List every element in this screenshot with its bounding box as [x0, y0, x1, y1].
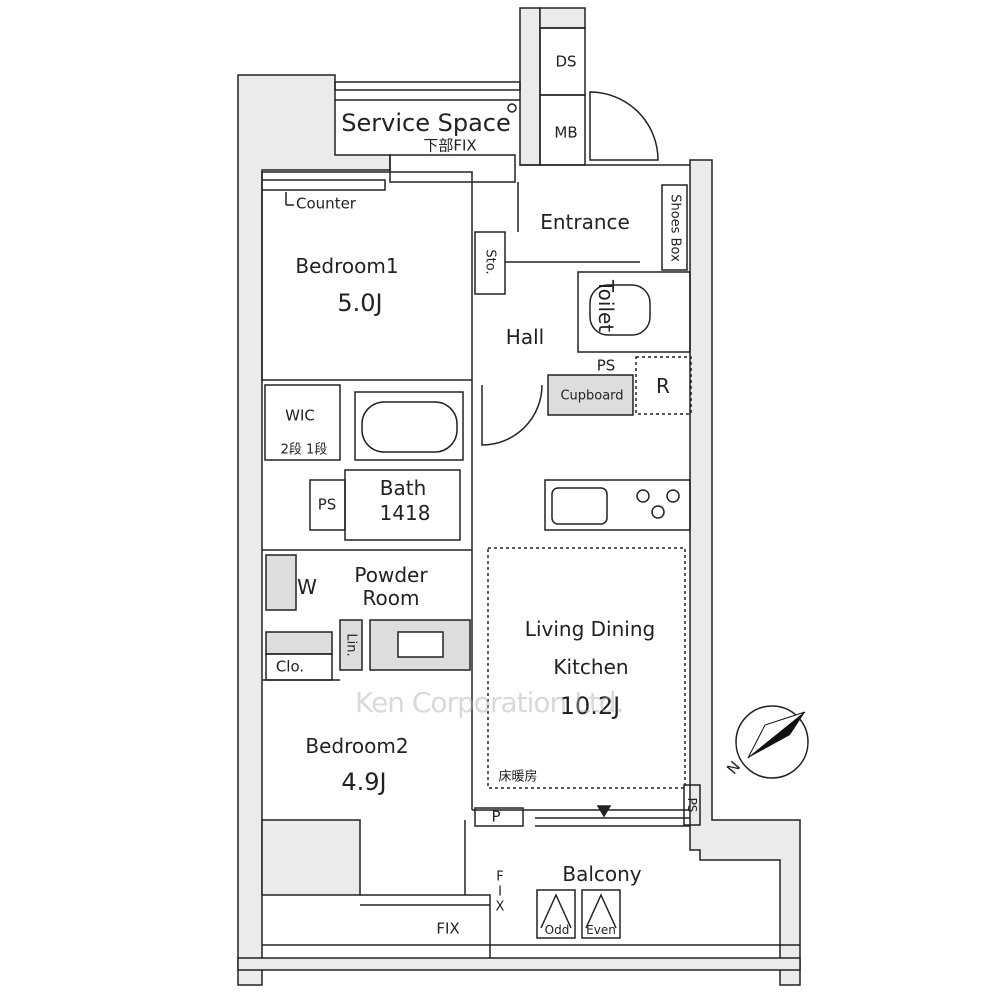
cupboard-label: Cupboard — [560, 388, 624, 404]
balcony-label: Balcony — [562, 862, 642, 886]
compass — [735, 705, 809, 779]
linen-box — [339, 619, 363, 671]
linen-label: Lin. — [343, 633, 359, 657]
service-fix-label: 下部FIX — [423, 136, 477, 155]
shoes-box — [661, 184, 688, 271]
bedroom2-size: 4.9J — [341, 768, 387, 796]
closet-top — [265, 631, 333, 655]
fix-side-label: FIX — [492, 869, 508, 915]
ps-right-label: PS — [685, 797, 699, 813]
wic-label: WIC — [285, 406, 315, 425]
closet-label: Clo. — [275, 657, 305, 676]
ds-label: DS — [555, 52, 577, 71]
storage-box — [474, 231, 506, 295]
ps-box — [309, 479, 346, 531]
even-label: Even — [586, 923, 616, 937]
refrigerator-label: R — [656, 374, 670, 398]
fridge-space — [635, 356, 692, 415]
kitchen-counter — [544, 479, 691, 531]
ps-top-label: PS — [596, 356, 616, 375]
washer-box — [265, 554, 297, 611]
floor-heating-label: 床暖房 — [498, 769, 538, 785]
toilet-label: Toilet — [594, 279, 618, 333]
cupboard-box — [547, 374, 634, 416]
mb-label: MB — [554, 123, 578, 142]
ldk-label-2: Kitchen — [553, 655, 629, 679]
bath-size: 1418 — [379, 501, 431, 525]
ps-left-label: PS — [317, 495, 337, 514]
watermark: Ken Corporation Ltd. — [355, 686, 624, 719]
ldk-size: 10.2J — [559, 692, 621, 720]
bath-label: Bath — [379, 476, 427, 500]
entrance-door-swing — [589, 91, 659, 161]
odd-drain — [536, 889, 576, 939]
walls — [261, 27, 800, 958]
wic — [264, 384, 341, 461]
storage-label: Sto. — [482, 249, 498, 275]
bedroom1-size: 5.0J — [337, 289, 383, 317]
floor-heating-area — [487, 547, 686, 789]
shoes-box-label: Shoes Box — [667, 194, 683, 262]
counter-label: Counter — [296, 194, 356, 213]
wic-shelves-label: 2段 1段 — [280, 442, 328, 458]
bathtub — [354, 391, 464, 461]
bedroom2-label: Bedroom2 — [305, 734, 409, 758]
powder-room-label-2: Room — [362, 586, 420, 610]
toilet-room — [577, 271, 691, 353]
fix-bottom-label: FIX — [436, 919, 460, 938]
odd-label: Odd — [544, 923, 570, 937]
entrance-label: Entrance — [540, 210, 630, 234]
ps-right-box — [683, 784, 701, 826]
hall-label: Hall — [505, 325, 545, 349]
even-drain — [581, 889, 621, 939]
service-space-label: Service Space — [341, 109, 511, 137]
powder-room-label-1: Powder — [354, 563, 428, 587]
ldk-label-1: Living Dining — [524, 617, 656, 641]
bedroom1-label: Bedroom1 — [295, 254, 399, 278]
pipe-label: P — [491, 807, 501, 826]
washer-label: W — [297, 575, 317, 599]
pipe-box — [474, 807, 524, 827]
structural-walls — [237, 7, 801, 986]
